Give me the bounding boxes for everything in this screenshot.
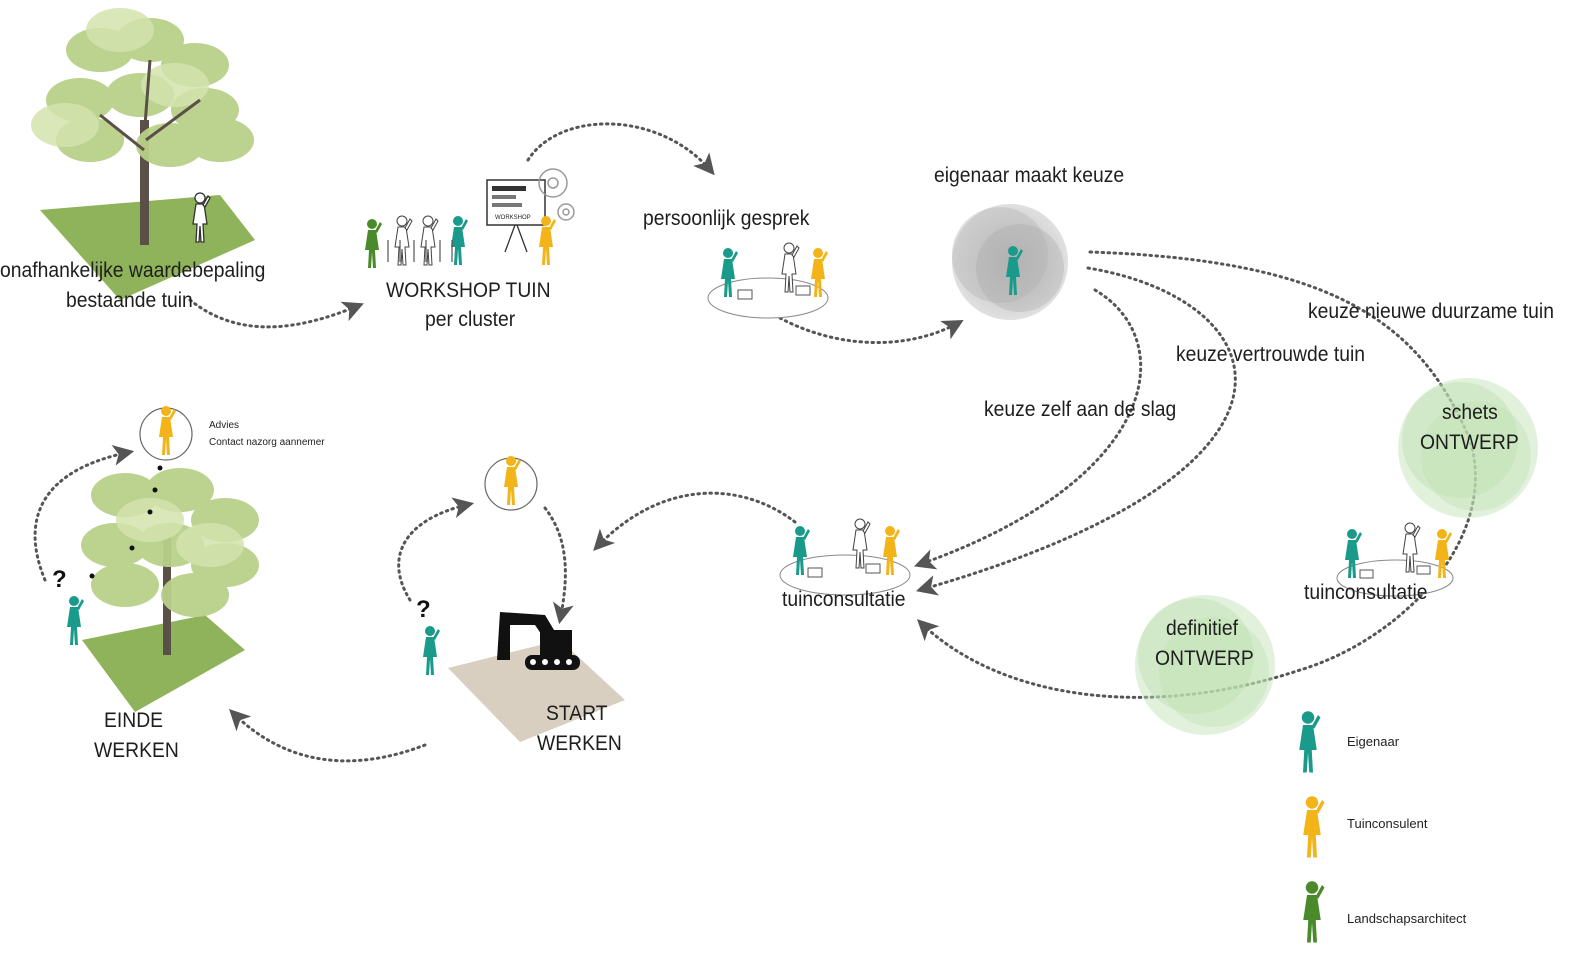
arrow-owner-self-choice: [914, 288, 1143, 570]
start-label-line2: WERKEN: [537, 732, 622, 755]
consult-right-label: tuinconsultatie: [1304, 581, 1428, 604]
arrow-end-to-advisor: [33, 445, 135, 582]
laptop-icon: [737, 289, 753, 300]
person-icon: [394, 215, 439, 266]
legend-consultant-label: Tuinconsulent: [1347, 816, 1428, 831]
arrow-valuation-to-workshop: [188, 298, 364, 329]
excavator-icon: [497, 612, 580, 670]
valuation-label-line1: onafhankelijke waardebepaling: [0, 259, 266, 282]
workshop-group: WORKSHOP: [365, 168, 575, 268]
start-works-group: [423, 612, 625, 742]
laptop-icon: [1416, 565, 1431, 575]
end-label-line2: WERKEN: [94, 739, 179, 762]
question-mark-left: ?: [52, 566, 67, 593]
question-mark-mid: ?: [416, 596, 431, 623]
arrow-owner-trusted-choice: [915, 266, 1237, 596]
personal-talk-group: [707, 242, 829, 319]
person-icon: [365, 219, 382, 268]
workshop-label-line2: per cluster: [425, 308, 516, 331]
arrow-workshop-to-talk: [526, 122, 715, 176]
laptop-icon: [1359, 569, 1374, 579]
advice-label-line2: Contact nazorg aannemer: [209, 437, 325, 448]
person-icon: [423, 626, 440, 675]
choice-new-label: keuze nieuwe duurzame tuin: [1308, 300, 1554, 323]
legend-consultant-icon: [1303, 796, 1325, 858]
advisor-circle-mid: [484, 456, 538, 511]
advisor-circle-left: [139, 406, 193, 461]
person-icon: [451, 216, 468, 265]
sketch-design-bubble: [1398, 378, 1538, 518]
person-icon: [67, 596, 84, 645]
laptop-icon: [865, 563, 881, 574]
arrow-consult-to-start: [593, 491, 797, 552]
advice-label-line1: Advies: [209, 420, 240, 431]
consultation-right-group: [1336, 522, 1454, 597]
legend-owner-icon: [1299, 711, 1321, 773]
final-label-line2: ONTWERP: [1155, 647, 1254, 670]
legend-figures: [1299, 711, 1325, 943]
sketch-label-line2: ONTWERP: [1420, 431, 1519, 454]
sketch-label-line1: schets: [1442, 401, 1498, 424]
laptop-icon: [795, 285, 811, 296]
workshop-board-text: WORKSHOP: [495, 215, 531, 221]
gear-icon: [538, 168, 575, 221]
final-label-line1: definitief: [1166, 617, 1238, 640]
choice-self-label: keuze zelf aan de slag: [984, 398, 1177, 421]
workshop-label-line1: WORKSHOP TUIN: [386, 279, 551, 302]
legend-owner-label: Eigenaar: [1347, 734, 1400, 749]
arrow-talk-to-owner: [778, 316, 964, 344]
consultation-center-group: [779, 518, 911, 596]
personal-talk-label: persoonlijk gesprek: [643, 207, 810, 230]
choice-trusted-label: keuze vertrouwde tuin: [1176, 343, 1366, 366]
tree-icon: [67, 465, 259, 712]
laptop-icon: [807, 567, 823, 578]
owner-choice-label: eigenaar maakt keuze: [934, 164, 1125, 187]
legend-architect-icon: [1303, 881, 1325, 943]
consult-center-label: tuinconsultatie: [782, 588, 906, 611]
arrow-advisor-to-excavator: [543, 506, 574, 625]
arrow-start-to-advisor: [397, 497, 475, 602]
valuation-label-line2: bestaande tuin: [66, 289, 193, 312]
end-label-line1: EINDE: [104, 709, 164, 732]
owner-choice-bubble: [952, 204, 1068, 320]
arrow-start-to-end: [229, 709, 427, 763]
final-design-bubble: [1135, 595, 1275, 735]
legend-architect-label: Landschapsarchitect: [1347, 911, 1467, 926]
start-label-line1: START: [546, 702, 608, 725]
workshop-board-icon: WORKSHOP: [486, 179, 546, 253]
